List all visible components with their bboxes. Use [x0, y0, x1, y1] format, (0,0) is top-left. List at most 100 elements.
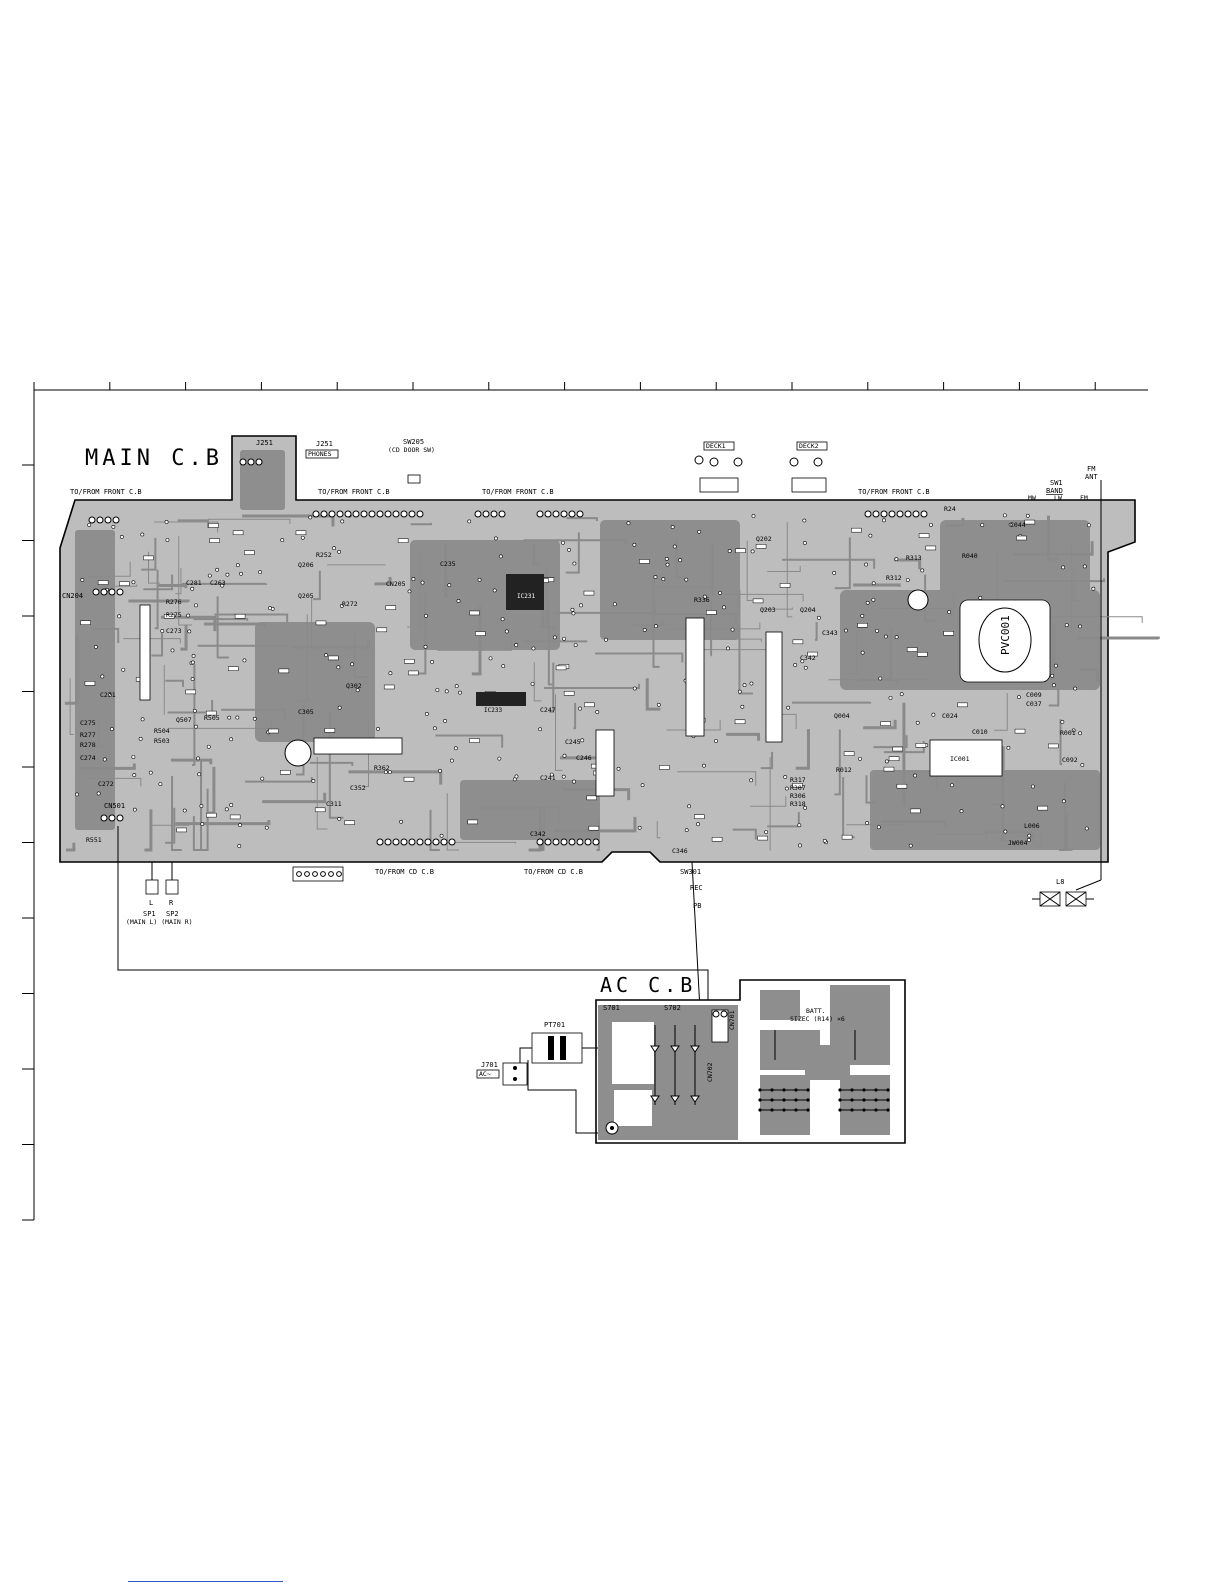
component-label: C281 [186, 579, 202, 587]
component-label: R001 [1060, 729, 1076, 737]
j701-label: J701 [481, 1061, 498, 1069]
component-label: C245 [565, 738, 581, 746]
cn701-label: CN701 [728, 1010, 736, 1030]
component-label: R24 [944, 505, 956, 513]
ac-board-title: AC C.B [600, 973, 696, 997]
s701-label: S701 [603, 1004, 620, 1012]
to-from-cd-label-1: TO/FROM CD C.B [375, 868, 434, 876]
ic-connector-block [595, 729, 615, 797]
j251-label: J251 [256, 439, 273, 447]
sw301-connector-block [685, 617, 705, 737]
cn702-label: CN702 [706, 1062, 714, 1082]
fm-ant-label-2: ANT [1085, 473, 1098, 481]
component-label: R040 [962, 552, 978, 560]
main-board-title: MAIN C.B [85, 446, 223, 471]
drawing-frame [22, 382, 1148, 1221]
component-label: C246 [576, 754, 592, 762]
sw1-label: SW1 [1050, 479, 1063, 487]
component-label: R317 [790, 776, 806, 784]
cn302-connector-block [765, 631, 783, 743]
component-label: Q202 [756, 535, 772, 543]
deck1-label: DECK1 [706, 442, 726, 450]
component-label: C352 [350, 784, 366, 792]
component-label: JW004 [1008, 839, 1028, 847]
main-circuit-board: PVC001 [59, 435, 1160, 863]
component-label: C311 [326, 800, 342, 808]
ic001-label: IC001 [950, 755, 970, 763]
sw205-label: SW205 [403, 438, 424, 446]
j251-label-2: J251 [316, 440, 333, 448]
component-label: R306 [790, 792, 806, 800]
pt701-transformer [519, 1032, 598, 1134]
ic233-chip [476, 692, 526, 706]
component-label: L006 [1024, 822, 1040, 830]
ac-circuit-board [595, 979, 906, 1144]
component-label: R336 [694, 596, 710, 604]
cn501-label: CN501 [104, 802, 125, 810]
main-board-outline [59, 435, 1136, 863]
component-label: R313 [906, 554, 922, 562]
speaker-desc: (MAIN L) (MAIN R) [126, 918, 193, 926]
pt701-label: PT701 [544, 1021, 565, 1029]
component-label: Q204 [800, 606, 816, 614]
speaker-r-label: R [169, 899, 174, 907]
sw301-label: SW301 [680, 868, 701, 876]
component-label: R362 [374, 764, 390, 772]
component-label: C024 [942, 712, 958, 720]
to-from-front-label-2: TO/FROM FRONT C.B [318, 488, 390, 496]
deck-head-symbols [694, 455, 823, 467]
ic233-label: IC233 [484, 707, 502, 714]
ic231-label: IC231 [517, 593, 535, 600]
component-label: R278 [80, 741, 96, 749]
component-label: C009 [1026, 691, 1042, 699]
cn204-label: CN204 [62, 592, 83, 600]
r551-label: R551 [86, 836, 102, 844]
lw-label: LW [1054, 494, 1062, 502]
component-label: R312 [886, 574, 902, 582]
l8-coil [1032, 480, 1102, 907]
component-label: R252 [316, 551, 332, 559]
cable-cn501-to-ac [117, 826, 709, 1010]
component-label: C275 [80, 719, 96, 727]
component-label: C235 [440, 560, 456, 568]
component-label: Q302 [346, 682, 362, 690]
component-label: C274 [80, 754, 96, 762]
batt-size-label: SIZEC (R14) ×6 [790, 1015, 845, 1023]
to-from-front-label-4: TO/FROM FRONT C.B [858, 488, 930, 496]
component-label: CN205 [386, 580, 406, 588]
sw205-desc: (CD DOOR SW) [388, 446, 435, 454]
fm-ant-label: FM [1087, 465, 1095, 473]
ruler-ticks-left [22, 464, 34, 1221]
mw-label: MW [1028, 494, 1036, 502]
deck2-label: DECK2 [799, 442, 819, 450]
ic001-chip [929, 739, 1003, 777]
component-label: C044 [1010, 521, 1026, 529]
cn204-strip [139, 604, 151, 701]
ic231-chip [506, 574, 544, 610]
component-label: Q205 [298, 592, 314, 600]
to-from-front-label-3: TO/FROM FRONT C.B [482, 488, 554, 496]
component-label: Q206 [298, 561, 314, 569]
component-label: C273 [166, 627, 182, 635]
ic301-chip [313, 737, 403, 755]
component-label: Q004 [834, 712, 850, 720]
component-label: C247 [540, 706, 556, 714]
component-label: C263 [210, 579, 226, 587]
cn-motor-connector [292, 866, 344, 882]
component-label: R503 [154, 737, 170, 745]
component-label: R276 [166, 598, 182, 606]
band-label: BAND [1046, 487, 1063, 495]
sp1-label: SP1 [143, 910, 156, 918]
component-labels-mid: R252Q206Q205R272CN205Q302C305R362C352C31… [298, 551, 592, 838]
batt-label: BATT. [806, 1007, 826, 1015]
s702-label: S702 [664, 1004, 681, 1012]
phones-label: PHONES [308, 450, 332, 458]
component-label: R275 [166, 611, 182, 619]
pvc-label: PVC001 [999, 615, 1012, 655]
component-label: R012 [836, 766, 852, 774]
component-label: Q203 [760, 606, 776, 614]
to-from-cd-label-2: TO/FROM CD C.B [524, 868, 583, 876]
